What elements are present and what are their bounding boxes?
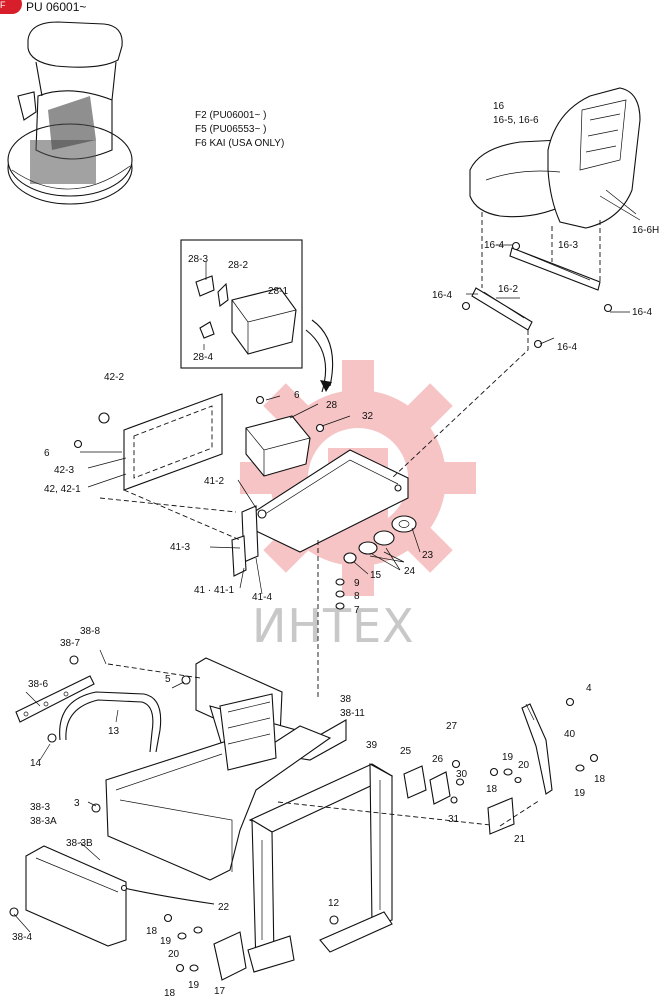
note-f5: F5 (PU06553~ ) bbox=[195, 124, 266, 135]
leader-lines bbox=[13, 244, 630, 933]
watermark-text: ИНТЕХ bbox=[252, 599, 415, 653]
callout-28: 28 bbox=[326, 400, 338, 411]
callout-6-a: 6 bbox=[294, 390, 300, 401]
callout-41: 41 · 41-1 bbox=[194, 585, 234, 596]
side-panel-42 bbox=[73, 393, 265, 491]
callout-18-a: 18 bbox=[486, 784, 498, 795]
variant-notes: F2 (PU06001~ ) F5 (PU06553~ ) F6 KAI (US… bbox=[195, 110, 284, 149]
callout-7: 7 bbox=[354, 605, 360, 616]
callout-18-b: 18 bbox=[594, 774, 606, 785]
callout-22: 22 bbox=[218, 902, 230, 913]
callout-6-b: 6 bbox=[44, 448, 50, 459]
front-cover-38-3 bbox=[9, 803, 127, 947]
callout-28-1: 28-1 bbox=[268, 286, 288, 297]
callout-16-4-c: 16-4 bbox=[432, 290, 452, 301]
callout-30: 30 bbox=[456, 769, 468, 780]
callout-38-8: 38-8 bbox=[80, 626, 100, 637]
callout-38-3: 38-3 bbox=[30, 802, 50, 813]
callout-16: 16 bbox=[493, 101, 505, 112]
grommets bbox=[335, 515, 417, 610]
page-badge: F bbox=[0, 0, 6, 10]
callout-19-d: 19 bbox=[188, 980, 200, 991]
callout-16-2: 16-2 bbox=[498, 284, 518, 295]
frame-38 bbox=[105, 540, 347, 881]
callout-16-4-d: 16-4 bbox=[557, 342, 577, 353]
bracket-17 bbox=[163, 913, 247, 981]
note-f6: F6 KAI (USA ONLY) bbox=[195, 138, 284, 149]
callout-20-c: 20 bbox=[168, 949, 180, 960]
callout-38-11: 38-11 bbox=[340, 708, 365, 719]
callout-38-3b: 38-3B bbox=[66, 838, 93, 849]
callout-38: 38 bbox=[340, 694, 352, 705]
callout-23: 23 bbox=[422, 550, 434, 561]
callout-42-3: 42-3 bbox=[54, 465, 74, 476]
callout-5: 5 bbox=[165, 674, 171, 685]
callout-9: 9 bbox=[354, 578, 360, 589]
callout-20-a: 20 bbox=[518, 760, 530, 771]
callout-31: 31 bbox=[448, 814, 460, 825]
callout-38-4: 38-4 bbox=[12, 932, 32, 943]
callout-41-2: 41-2 bbox=[204, 476, 224, 487]
tool-box-28 bbox=[245, 415, 325, 477]
right-brackets bbox=[403, 697, 599, 835]
callout-39: 39 bbox=[366, 740, 378, 751]
seat-assembly bbox=[461, 87, 641, 349]
handle-13 bbox=[15, 649, 162, 753]
callout-3: 3 bbox=[74, 798, 80, 809]
callout-42: 42, 42-1 bbox=[44, 484, 81, 495]
callout-12: 12 bbox=[328, 898, 340, 909]
callout-16-5: 16-5, 16-6 bbox=[493, 115, 539, 126]
callout-38-7: 38-7 bbox=[60, 638, 80, 649]
callout-28-4: 28-4 bbox=[193, 352, 213, 363]
page-badge-icon bbox=[0, 0, 22, 14]
callout-28-2: 28-2 bbox=[228, 260, 248, 271]
page-title: PU 06001~ bbox=[26, 0, 86, 14]
part-callouts: 16 16-5, 16-6 16-6H 16-4 16-3 16-4 16-2 … bbox=[12, 101, 659, 999]
cable-22 bbox=[123, 887, 215, 905]
callout-16-3: 16-3 bbox=[558, 240, 578, 251]
callout-4: 4 bbox=[586, 683, 592, 694]
base-frame-39 bbox=[247, 763, 501, 973]
tool-box-detail-inset bbox=[180, 239, 303, 369]
callout-19-b: 19 bbox=[574, 788, 586, 799]
callout-19-c: 19 bbox=[160, 936, 172, 947]
callout-26: 26 bbox=[432, 754, 444, 765]
note-f2: F2 (PU06001~ ) bbox=[195, 110, 266, 121]
callout-15: 15 bbox=[370, 570, 382, 581]
callout-41-4: 41-4 bbox=[252, 592, 272, 603]
callout-13: 13 bbox=[108, 726, 120, 737]
callout-42-2: 42-2 bbox=[104, 372, 124, 383]
callout-17: 17 bbox=[214, 986, 226, 997]
callout-18-d: 18 bbox=[164, 988, 176, 999]
callout-28-3: 28-3 bbox=[188, 254, 208, 265]
callout-40: 40 bbox=[564, 729, 576, 740]
header: F PU 06001~ bbox=[0, 0, 86, 14]
callout-41-3: 41-3 bbox=[170, 542, 190, 553]
callout-27: 27 bbox=[446, 721, 458, 732]
callout-38-3a: 38-3A bbox=[30, 816, 57, 827]
callout-8: 8 bbox=[354, 591, 360, 602]
callout-16-4-a: 16-4 bbox=[484, 240, 504, 251]
callout-18-c: 18 bbox=[146, 926, 158, 937]
callout-14: 14 bbox=[30, 758, 42, 769]
machine-thumbnail bbox=[7, 21, 133, 205]
inset-arrow bbox=[311, 319, 334, 387]
callout-16-4-b: 16-4 bbox=[632, 307, 652, 318]
callout-25: 25 bbox=[400, 746, 412, 757]
callout-38-6: 38-6 bbox=[28, 679, 48, 690]
callout-19-a: 19 bbox=[502, 752, 514, 763]
callout-32: 32 bbox=[362, 411, 374, 422]
callout-16-6h: 16-6H bbox=[632, 225, 659, 236]
callout-21: 21 bbox=[514, 834, 526, 845]
floor-plate-41 bbox=[99, 330, 529, 577]
callout-24: 24 bbox=[404, 566, 416, 577]
